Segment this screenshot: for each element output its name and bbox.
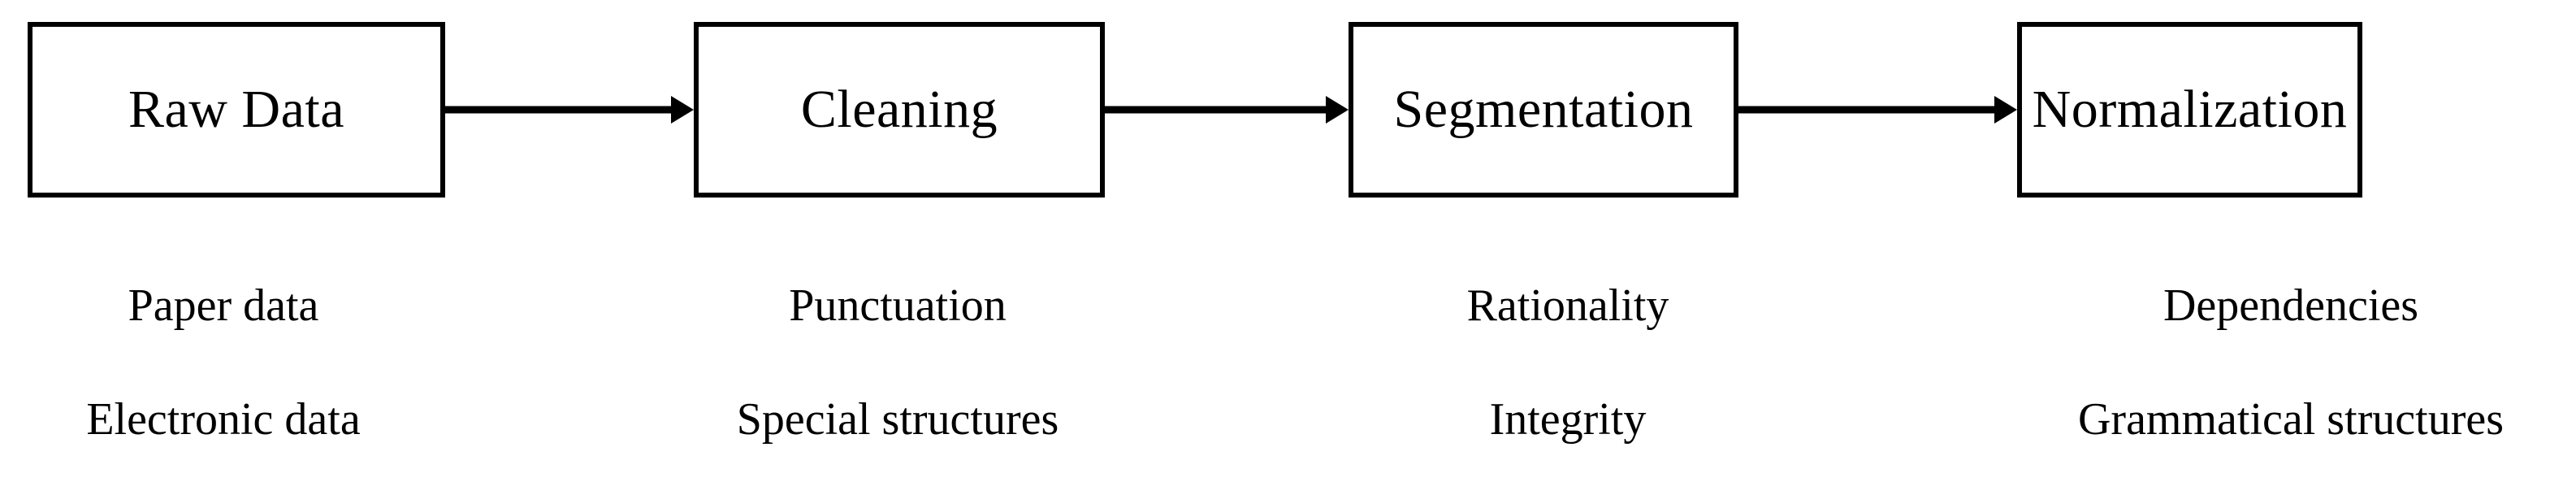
- attribute-segmentation-2: Integrity: [1489, 394, 1647, 445]
- arrow-cleaning-to-segmentation: [1105, 96, 1349, 124]
- attribute-column-cleaning: Punctuation Special structures: [642, 283, 1154, 445]
- attribute-column-raw-data: Paper data Electronic data: [0, 283, 475, 445]
- attribute-raw-data-1: Paper data: [128, 280, 319, 331]
- attribute-cleaning-2: Special structures: [736, 394, 1059, 445]
- stage-label-raw-data: Raw Data: [128, 80, 345, 139]
- attribute-normalization-1: Dependencies: [2163, 280, 2419, 331]
- attribute-normalization-2: Grammatical structures: [2077, 394, 2504, 445]
- stage-label-cleaning: Cleaning: [800, 80, 998, 139]
- attribute-raw-data-2: Electronic data: [86, 394, 361, 445]
- stage-label-segmentation: Segmentation: [1393, 80, 1694, 139]
- stage-box-segmentation[interactable]: Segmentation: [1349, 22, 1738, 198]
- stage-label-normalization: Normalization: [2032, 80, 2348, 139]
- attribute-segmentation-1: Rationality: [1466, 280, 1669, 331]
- arrow-segmentation-to-normalization: [1738, 96, 2017, 124]
- stage-box-cleaning[interactable]: Cleaning: [694, 22, 1105, 198]
- stage-box-normalization[interactable]: Normalization: [2017, 22, 2362, 198]
- arrow-raw-data-to-cleaning: [445, 96, 694, 124]
- attribute-column-segmentation: Rationality Integrity: [1316, 283, 1820, 445]
- attribute-cleaning-1: Punctuation: [789, 280, 1007, 331]
- stage-box-raw-data[interactable]: Raw Data: [28, 22, 445, 198]
- attribute-column-normalization: Dependencies Grammatical structures: [2015, 283, 2567, 445]
